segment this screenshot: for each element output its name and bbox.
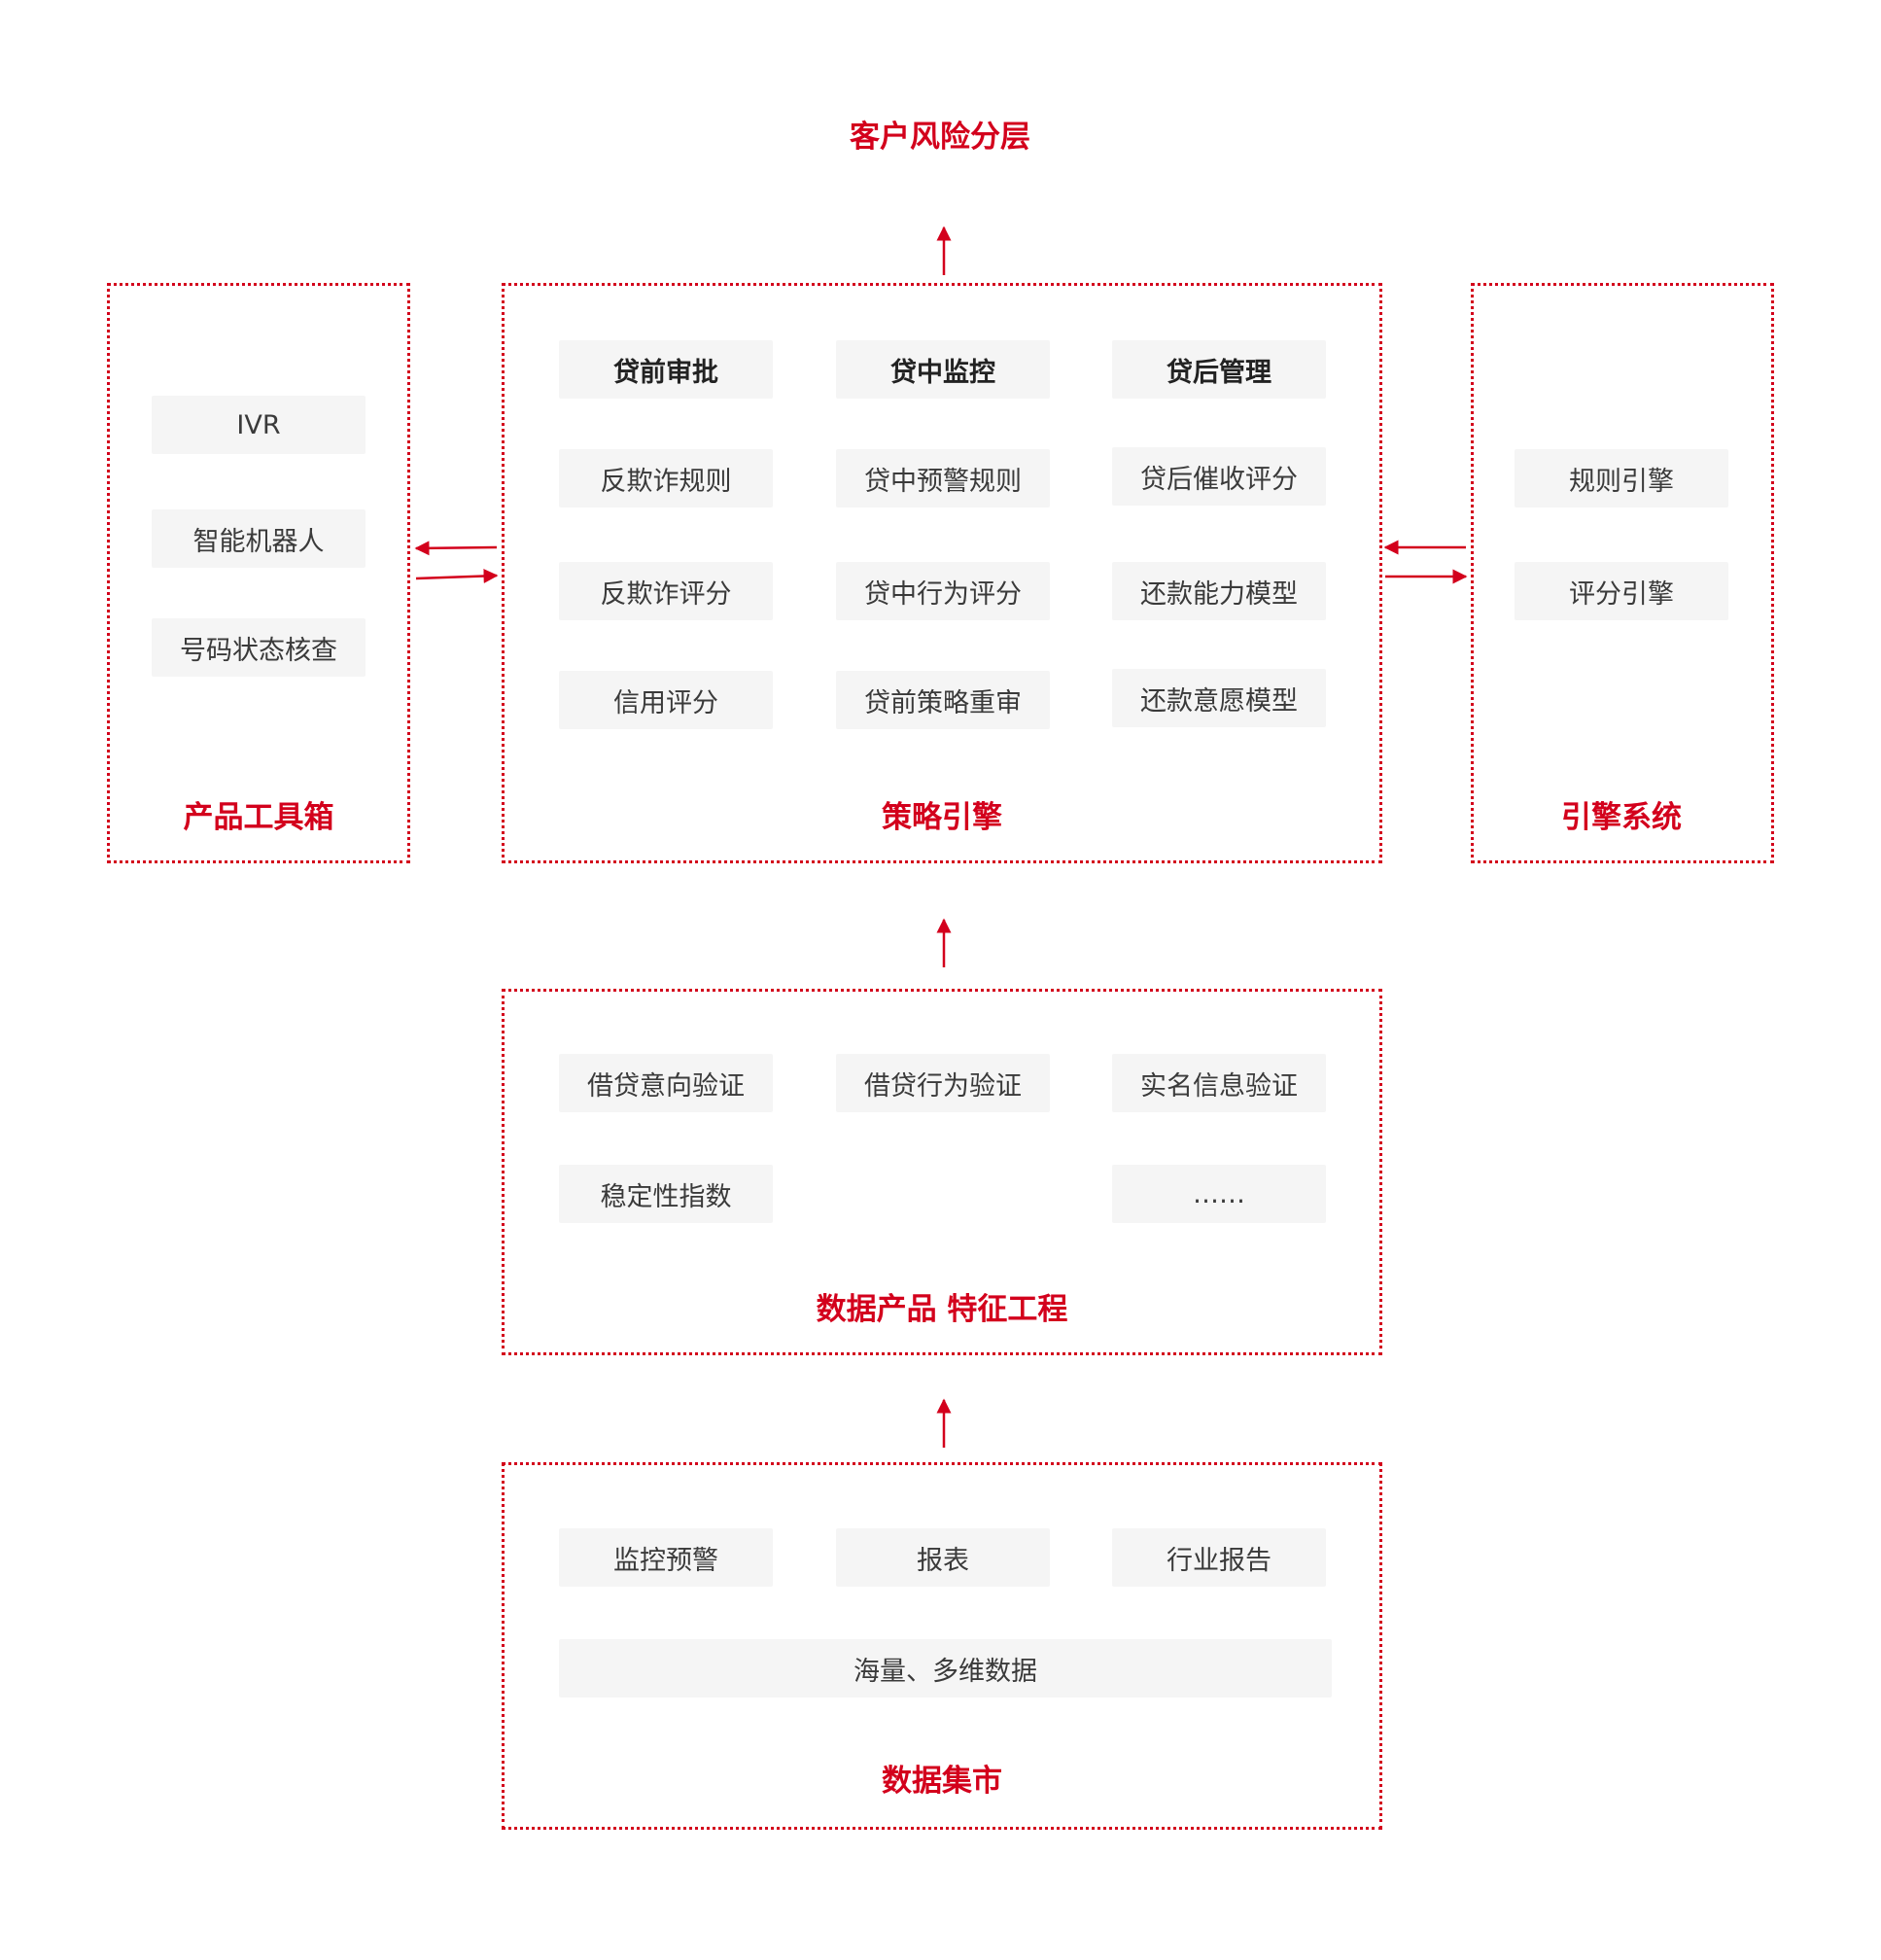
market-item: 监控预警 [559, 1528, 773, 1587]
strategy-item: 还款意愿模型 [1112, 669, 1326, 727]
engine-frame [1471, 283, 1774, 863]
market-title: 数据集市 [882, 1764, 1002, 1799]
arrow-toolbox-to-strategy [415, 568, 499, 583]
toolbox-item-number-check: 号码状态核查 [152, 618, 366, 677]
strategy-header-post-loan: 贷后管理 [1112, 340, 1326, 399]
market-frame [502, 1462, 1382, 1830]
market-item: 报表 [836, 1528, 1050, 1587]
toolbox-title: 产品工具箱 [183, 800, 334, 835]
feature-item: 借贷意向验证 [559, 1054, 773, 1112]
strategy-frame [502, 283, 1382, 863]
feature-item-ellipsis: …… [1112, 1165, 1326, 1223]
feature-item: 实名信息验证 [1112, 1054, 1326, 1112]
strategy-item: 信用评分 [559, 671, 773, 729]
strategy-item: 贷后催收评分 [1112, 447, 1326, 506]
strategy-item: 还款能力模型 [1112, 562, 1326, 620]
feature-frame [502, 989, 1382, 1355]
strategy-item: 反欺诈评分 [559, 562, 773, 620]
market-item: 行业报告 [1112, 1528, 1326, 1587]
toolbox-item-ivr: IVR [152, 396, 366, 454]
engine-title: 引擎系统 [1561, 800, 1682, 835]
strategy-title: 策略引擎 [882, 800, 1002, 835]
strategy-item: 反欺诈规则 [559, 449, 773, 508]
arrow-strategy-to-toolbox [414, 541, 498, 556]
feature-item: 稳定性指数 [559, 1165, 773, 1223]
strategy-header-in-loan: 贷中监控 [836, 340, 1050, 399]
feature-item: 借贷行为验证 [836, 1054, 1050, 1112]
strategy-header-pre-loan: 贷前审批 [559, 340, 773, 399]
strategy-item: 贷中预警规则 [836, 449, 1050, 508]
toolbox-frame [107, 283, 410, 863]
engine-item-scoring: 评分引擎 [1515, 562, 1728, 620]
market-wide-item: 海量、多维数据 [559, 1639, 1332, 1698]
top-title: 客户风险分层 [850, 120, 1030, 155]
strategy-item: 贷前策略重审 [836, 671, 1050, 729]
strategy-item: 贷中行为评分 [836, 562, 1050, 620]
toolbox-item-robot: 智能机器人 [152, 509, 366, 568]
feature-title: 数据产品 特征工程 [816, 1292, 1068, 1327]
engine-item-rules: 规则引擎 [1515, 449, 1728, 508]
